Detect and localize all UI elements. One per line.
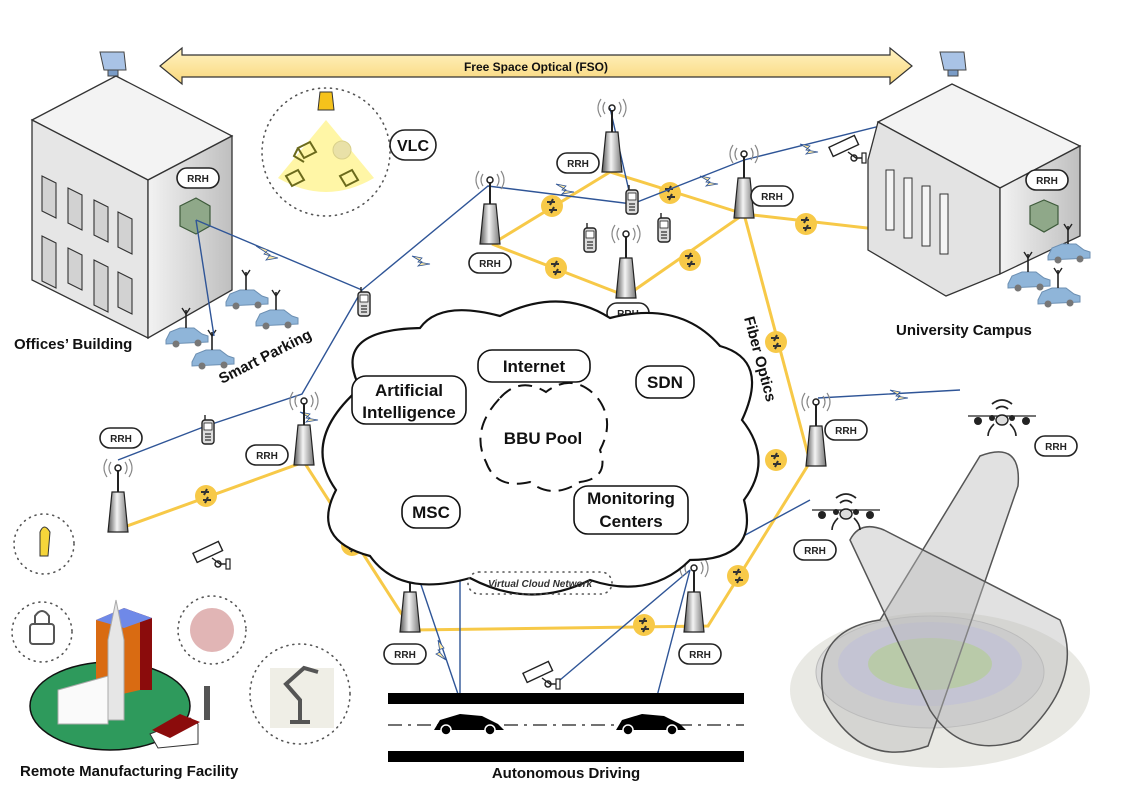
svg-text:RRH: RRH [479,259,501,270]
remote-manufacturing-label: Remote Manufacturing Facility [20,763,239,780]
drone-icon [967,399,1037,437]
cloud-item-internet: Internet [477,349,591,383]
robotic-arm-icon [270,665,334,728]
svg-text:RRH: RRH [689,650,711,661]
svg-text:Internet: Internet [503,357,566,376]
svg-text:Artificial: Artificial [375,381,443,400]
fso-transceiver-icon [99,51,127,77]
meeting-table-icon [190,608,234,652]
cloud-item-artificial-intelligence: Artificial Intelligence [351,375,467,425]
rrh-tower-road-left: RRH [383,558,427,665]
mobile-phone-icon [357,286,371,317]
rrh-tower-bottom-ring: RRH [606,224,650,324]
svg-text:Monitoring: Monitoring [587,489,675,508]
svg-text:MSC: MSC [412,503,450,522]
svg-text:RRH: RRH [761,192,783,203]
rrh-badge: RRH [1034,435,1078,457]
cloud-item-sdn: SDN [635,365,695,399]
cloud-item-monitoring-centers: Monitoring Centers [573,485,689,535]
lock-icon [29,610,55,645]
autonomous-driving-label: Autonomous Driving [492,765,640,782]
university-campus-label: University Campus [896,322,1032,339]
rrh-unit-icon [1029,199,1059,233]
svg-text:Centers: Centers [599,512,662,531]
connected-car-icon [1037,267,1081,309]
mobile-phone-icon [657,212,671,243]
surveillance-camera-icon [192,540,231,570]
rrh-tower-right-ring: RRH [729,144,794,219]
offices-building-label: Offices’ Building [14,336,132,353]
vlc-label: VLC [397,138,429,155]
virtual-cloud-network-tag: Virtual Cloud Network [467,571,613,595]
svg-text:Intelligence: Intelligence [362,403,456,422]
cloud-item-bbu-pool: BBU Pool [504,429,582,448]
fso-link-arrow: Free Space Optical (FSO) [159,46,913,86]
svg-text:SDN: SDN [647,373,683,392]
svg-text:RRH: RRH [110,434,132,445]
rrh-tower-top-center: RRH [556,98,627,174]
fso-transceiver-icon [939,51,967,77]
rrh-tower-fiber-right: RRH [801,392,868,467]
drone-coverage-beam [820,451,1069,753]
rrh-tower-left-mid: RRH [245,391,319,466]
autonomous-car-icon [434,714,504,736]
surveillance-camera-icon [828,134,867,164]
wireless-links [117,107,961,701]
manufacturing-iot-zone [11,513,351,751]
svg-text:RRH: RRH [256,451,278,462]
rrh-unit-icon [179,197,211,235]
rrh-badge: RRH [793,539,837,561]
svg-text:RRH: RRH [1036,176,1058,187]
mobile-phone-icon [583,222,597,253]
svg-text:RRH: RRH [394,650,416,661]
light-bulb-icon [317,91,335,111]
rrh-badge: RRH [176,167,220,189]
light-bulb-icon [39,526,51,557]
rrh-tower-road-right: RRH [678,558,722,665]
svg-text:RRH: RRH [187,174,209,185]
virtual-cloud [321,300,760,596]
stadium [790,612,1090,768]
rrh-tower-left-low: RRH [99,427,143,533]
mobile-phone-icon [625,184,639,215]
autonomous-car-icon [616,714,686,736]
offices-building [30,75,234,340]
cloud-item-msc: MSC [401,495,461,529]
fso-label: Free Space Optical (FSO) [464,60,608,74]
svg-text:RRH: RRH [1045,442,1067,453]
vlc-zone: VLC [261,87,437,217]
svg-text:RRH: RRH [567,159,589,170]
rrh-badge: RRH [1025,169,1069,191]
drone-icon [811,493,881,531]
svg-text:Virtual Cloud Network: Virtual Cloud Network [488,579,593,590]
surveillance-camera-icon [522,660,561,690]
mobile-phone-icon [201,414,215,445]
svg-text:RRH: RRH [835,426,857,437]
laptop-icon [284,140,360,188]
rrh-tower-left-ring: RRH [468,170,512,274]
svg-text:RRH: RRH [804,546,826,557]
